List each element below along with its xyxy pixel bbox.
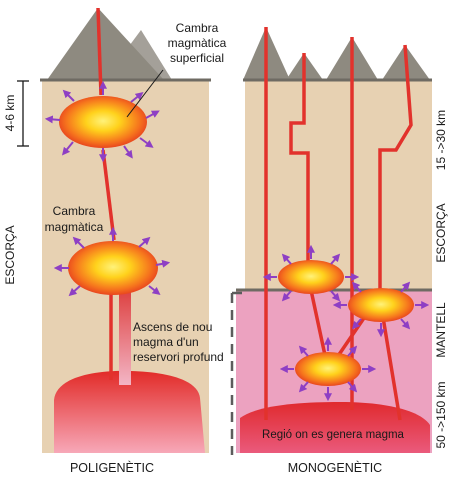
- label-mantle: MANTELL: [434, 302, 448, 358]
- dike-chamber-lower: [279, 336, 377, 402]
- label-depth-left: 4-6 km: [3, 95, 17, 132]
- dike-chamber-right: [332, 281, 430, 338]
- label-shallow-chamber-line2: magmàtica: [168, 36, 227, 50]
- label-shallow-chamber-line1: Cambra: [176, 21, 219, 35]
- title-monogenetic: MONOGENÈTIC: [288, 460, 382, 475]
- label-shallow-chamber-line3: superficial: [170, 51, 224, 65]
- deep-chamber: [53, 226, 171, 297]
- left-panel: Cambra magmàtica superficial Cambra magm…: [3, 7, 227, 475]
- conduit-5: [379, 304, 402, 421]
- conduit-2: [289, 53, 310, 268]
- label-chamber-line1: Cambra: [53, 204, 96, 218]
- label-chamber-line2: magmàtica: [45, 220, 104, 234]
- left-magma-source: [54, 370, 205, 453]
- conduit-2-lower: [309, 289, 328, 361]
- label-crust-left: ESCORÇA: [3, 225, 17, 284]
- label-magma-region: Regió on es genera magma: [262, 429, 405, 441]
- title-polygenetic: POLIGENÈTIC: [70, 460, 154, 475]
- left-mountain-front: [47, 8, 164, 80]
- dashed-boundary: [230, 291, 244, 455]
- leader-line: [126, 69, 164, 118]
- dike-chamber-upper: [262, 244, 360, 302]
- left-conduit-top: [96, 7, 103, 96]
- label-crust-right: ESCORÇA: [434, 203, 448, 262]
- label-ascent-line1: Ascens de nou: [133, 320, 212, 334]
- right-mountains: [243, 27, 430, 80]
- right-magma-source: [240, 402, 430, 453]
- conduit-4: [378, 44, 413, 295]
- label-ascent-line2: magma d'un: [133, 335, 199, 349]
- label-depth-right-crust: 15 ->30 km: [434, 110, 448, 170]
- label-ascent-line3: reservori profund: [133, 350, 224, 364]
- depth-bracket-left: [17, 80, 29, 147]
- shallow-chamber: [44, 80, 160, 163]
- right-panel: Regió on es genera magma ESCORÇA 15 ->30…: [230, 27, 448, 475]
- magma-ascent-arrow: [113, 271, 137, 385]
- left-conduit-middle: [101, 149, 116, 241]
- right-crust: [245, 80, 432, 290]
- label-depth-right-mantle: 50 ->150 km: [434, 381, 448, 448]
